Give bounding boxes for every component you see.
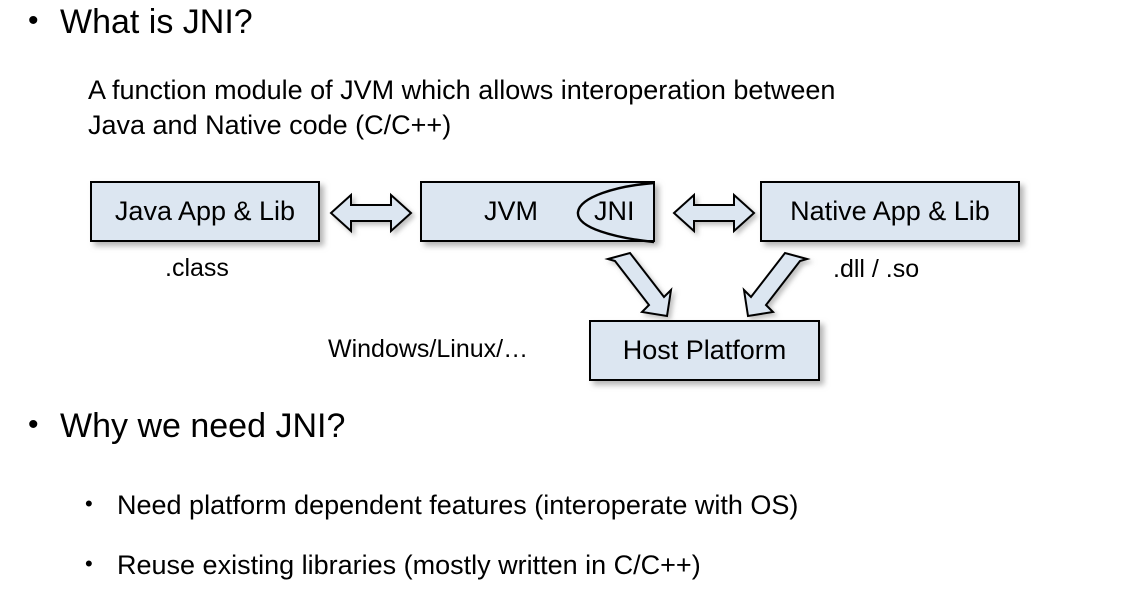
bullet-what-is-jni: • What is JNI? [28,3,253,41]
diagram-box-jvm: JVM JNI [420,181,655,242]
connector-java-to-jvm-double-arrow [329,192,413,234]
label-class-files: .class [165,254,229,282]
diagram-box-jni-label: JNI [594,196,635,226]
bullet-platform-dependent-features: • Need platform dependent features (inte… [85,490,798,521]
label-native-libs: .dll / .so [833,255,920,283]
jni-definition-line-1: A function module of JVM which allows in… [88,75,836,105]
bullet-reuse-existing-libraries: • Reuse existing libraries (mostly writt… [85,550,701,581]
jni-definition-paragraph: A function module of JVM which allows in… [88,73,1048,143]
bullet-dot-icon: • [85,551,93,576]
jni-definition-line-2: Java and Native code (C/C++) [88,110,452,141]
connector-jvm-to-native-double-arrow [672,192,756,234]
diagram-box-native-app-lib-label: Native App & Lib [790,196,990,226]
connector-jvm-to-host-arrow [604,251,673,318]
bullet-why-we-need-jni-label: Why we need JNI? [60,407,346,445]
diagram-box-jvm-label: JVM [484,196,538,226]
connector-native-to-host-arrow [742,251,811,318]
bullet-platform-dependent-features-label: Need platform dependent features (intero… [117,490,799,520]
bullet-dot-icon: • [85,491,93,516]
diagram-box-host-platform-label: Host Platform [622,335,787,365]
label-host-platforms: Windows/Linux/… [328,335,529,363]
diagram-box-host-platform: Host Platform [589,320,820,381]
bullet-dot-icon: • [28,4,39,37]
diagram-box-java-app-lib: Java App & Lib [90,181,320,242]
diagram-box-java-app-lib-label: Java App & Lib [114,196,296,226]
bullet-reuse-existing-libraries-label: Reuse existing libraries (mostly written… [117,550,701,580]
bullet-what-is-jni-label: What is JNI? [60,3,253,41]
bullet-dot-icon: • [28,408,39,441]
bullet-why-we-need-jni: • Why we need JNI? [28,407,345,445]
diagram-box-native-app-lib: Native App & Lib [760,181,1020,242]
